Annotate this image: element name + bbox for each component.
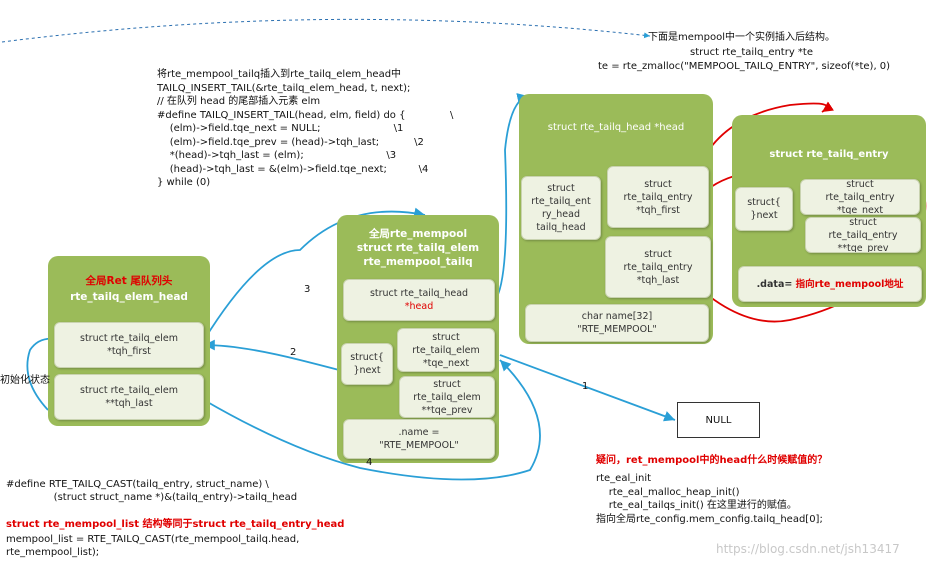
init-status-label: 初始化状态 xyxy=(0,375,50,386)
arrow-label-2: 2 xyxy=(290,347,297,358)
question-note-line1: 疑问，ret_mempool中的head什么时候赋值的？ xyxy=(596,455,828,466)
cast-note-line1: #define RTE_TAILQ_CAST(tailq_entry, stru… xyxy=(6,479,269,490)
mempool-head-card: struct rte_tailq_head *head xyxy=(343,279,495,321)
tailq-tqh-last: struct rte_tailq_entry *tqh_last xyxy=(605,236,711,298)
arrow-label-3: 3 xyxy=(304,284,311,295)
cast-note-line4: mempool_list = RTE_TAILQ_CAST(rte_mempoo… xyxy=(6,534,300,545)
macro-line: } while (0) xyxy=(157,177,211,188)
macro-line: TAILQ_INSERT_TAIL(&rte_tailq_elem_head, … xyxy=(157,82,411,94)
macro-line: *(head)->tqh_last = (elm); \3 xyxy=(157,150,397,161)
entry-data-label: .data= xyxy=(756,278,796,290)
cast-note-line5: rte_mempool_list); xyxy=(6,547,100,558)
question-note-line4: rte_eal_tailqs_init() 在这里进行的赋值。 xyxy=(596,500,797,511)
mempool-elem-group: 全局rte_mempool struct rte_tailq_elem rte_… xyxy=(337,215,499,463)
cast-note-line2: (struct struct_name *)&(tailq_entry)->ta… xyxy=(6,492,298,503)
mempool-tqe-next: struct rte_tailq_elem *tqe_next xyxy=(397,328,495,372)
arrow-3 xyxy=(203,207,426,341)
global-head-title: 全局Ret 尾队列头 xyxy=(85,275,173,287)
mempool-elem-title: 全局rte_mempool struct rte_tailq_elem rte_… xyxy=(356,228,480,268)
top-note-line1: 下面是mempool中一个实例插入后结构。 xyxy=(648,32,835,43)
null-box: NULL xyxy=(677,402,760,438)
mempool-head-name: *head xyxy=(404,301,434,312)
global-tqh-last: struct rte_tailq_elem **tqh_last xyxy=(54,374,204,420)
entry-data: .data= 指向rte_mempool地址 xyxy=(738,266,922,302)
cast-note-line3: struct rte_mempool_list 结构等同于struct rte_… xyxy=(6,519,345,530)
mempool-name: .name = "RTE_MEMPOOL" xyxy=(343,419,495,459)
arrow-label-4: 4 xyxy=(366,457,373,468)
tailq-head-title: struct rte_tailq_head *head xyxy=(547,122,685,133)
entry-data-value: 指向rte_mempool地址 xyxy=(795,278,904,290)
arrow-label-1: 1 xyxy=(582,381,589,392)
macro-line: // 在队列 head 的尾部插入元素 elm xyxy=(157,96,321,107)
global-tqh-first: struct rte_tailq_elem *tqh_first xyxy=(54,322,204,368)
tailq-entry-title: struct rte_tailq_entry xyxy=(769,149,889,160)
macro-note: 将rte_mempool_tailq插入到rte_tailq_elem_head… xyxy=(157,68,453,190)
global-head-name: rte_tailq_elem_head xyxy=(70,291,188,303)
head-arrow xyxy=(494,93,529,301)
arrow-4 xyxy=(203,359,541,481)
mempool-head-line: struct rte_tailq_head xyxy=(369,288,469,299)
top-note-line2: struct rte_tailq_entry *te xyxy=(690,47,814,58)
question-note-line2: rte_eal_init xyxy=(596,473,652,484)
tailq-tqh-first: struct rte_tailq_entry *tqh_first xyxy=(607,166,709,228)
macro-line: #define TAILQ_INSERT_TAIL(head, elm, fie… xyxy=(157,109,454,121)
macro-line: 将rte_mempool_tailq插入到rte_tailq_elem_head… xyxy=(157,69,402,80)
mempool-next-struct: struct{ }next xyxy=(341,343,393,385)
tailq-name: char name[32] "RTE_MEMPOOL" xyxy=(525,304,709,342)
tailq-head-group: struct rte_tailq_head *head struct rte_t… xyxy=(519,94,713,344)
tailq-entry-group: struct rte_tailq_entry struct{ }next str… xyxy=(732,115,926,307)
mempool-tqe-prev: struct rte_tailq_elem **tqe_prev xyxy=(399,376,495,418)
macro-line: (elm)->field.tqe_next = NULL; \1 xyxy=(157,123,404,134)
question-note-line3: rte_eal_malloc_heap_init() xyxy=(596,487,740,498)
macro-line: (elm)->field.tqe_prev = (head)->tqh_last… xyxy=(157,136,424,148)
top-note-line3: te = rte_zmalloc("MEMPOOL_TAILQ_ENTRY", … xyxy=(598,61,891,72)
macro-line: (head)->tqh_last = &(elm)->field.tqe_nex… xyxy=(157,163,429,175)
entry-tqe-next: struct rte_tailq_entry *tqe_next xyxy=(800,179,920,215)
entry-tqe-prev: struct rte_tailq_entry **tqe_prev xyxy=(805,217,921,253)
dashed-arc xyxy=(1,18,651,43)
tailq-entry-head: struct rte_tailq_ent ry_head tailq_head xyxy=(521,176,601,240)
watermark: https://blog.csdn.net/jsh13417 xyxy=(716,542,900,556)
entry-next-struct: struct{ }next xyxy=(735,187,793,231)
arrow-1 xyxy=(499,354,676,422)
global-head-group: 全局Ret 尾队列头 rte_tailq_elem_head struct rt… xyxy=(48,256,210,426)
question-note-line5: 指向全局rte_config.mem_config.tailq_head[0]; xyxy=(596,514,823,525)
